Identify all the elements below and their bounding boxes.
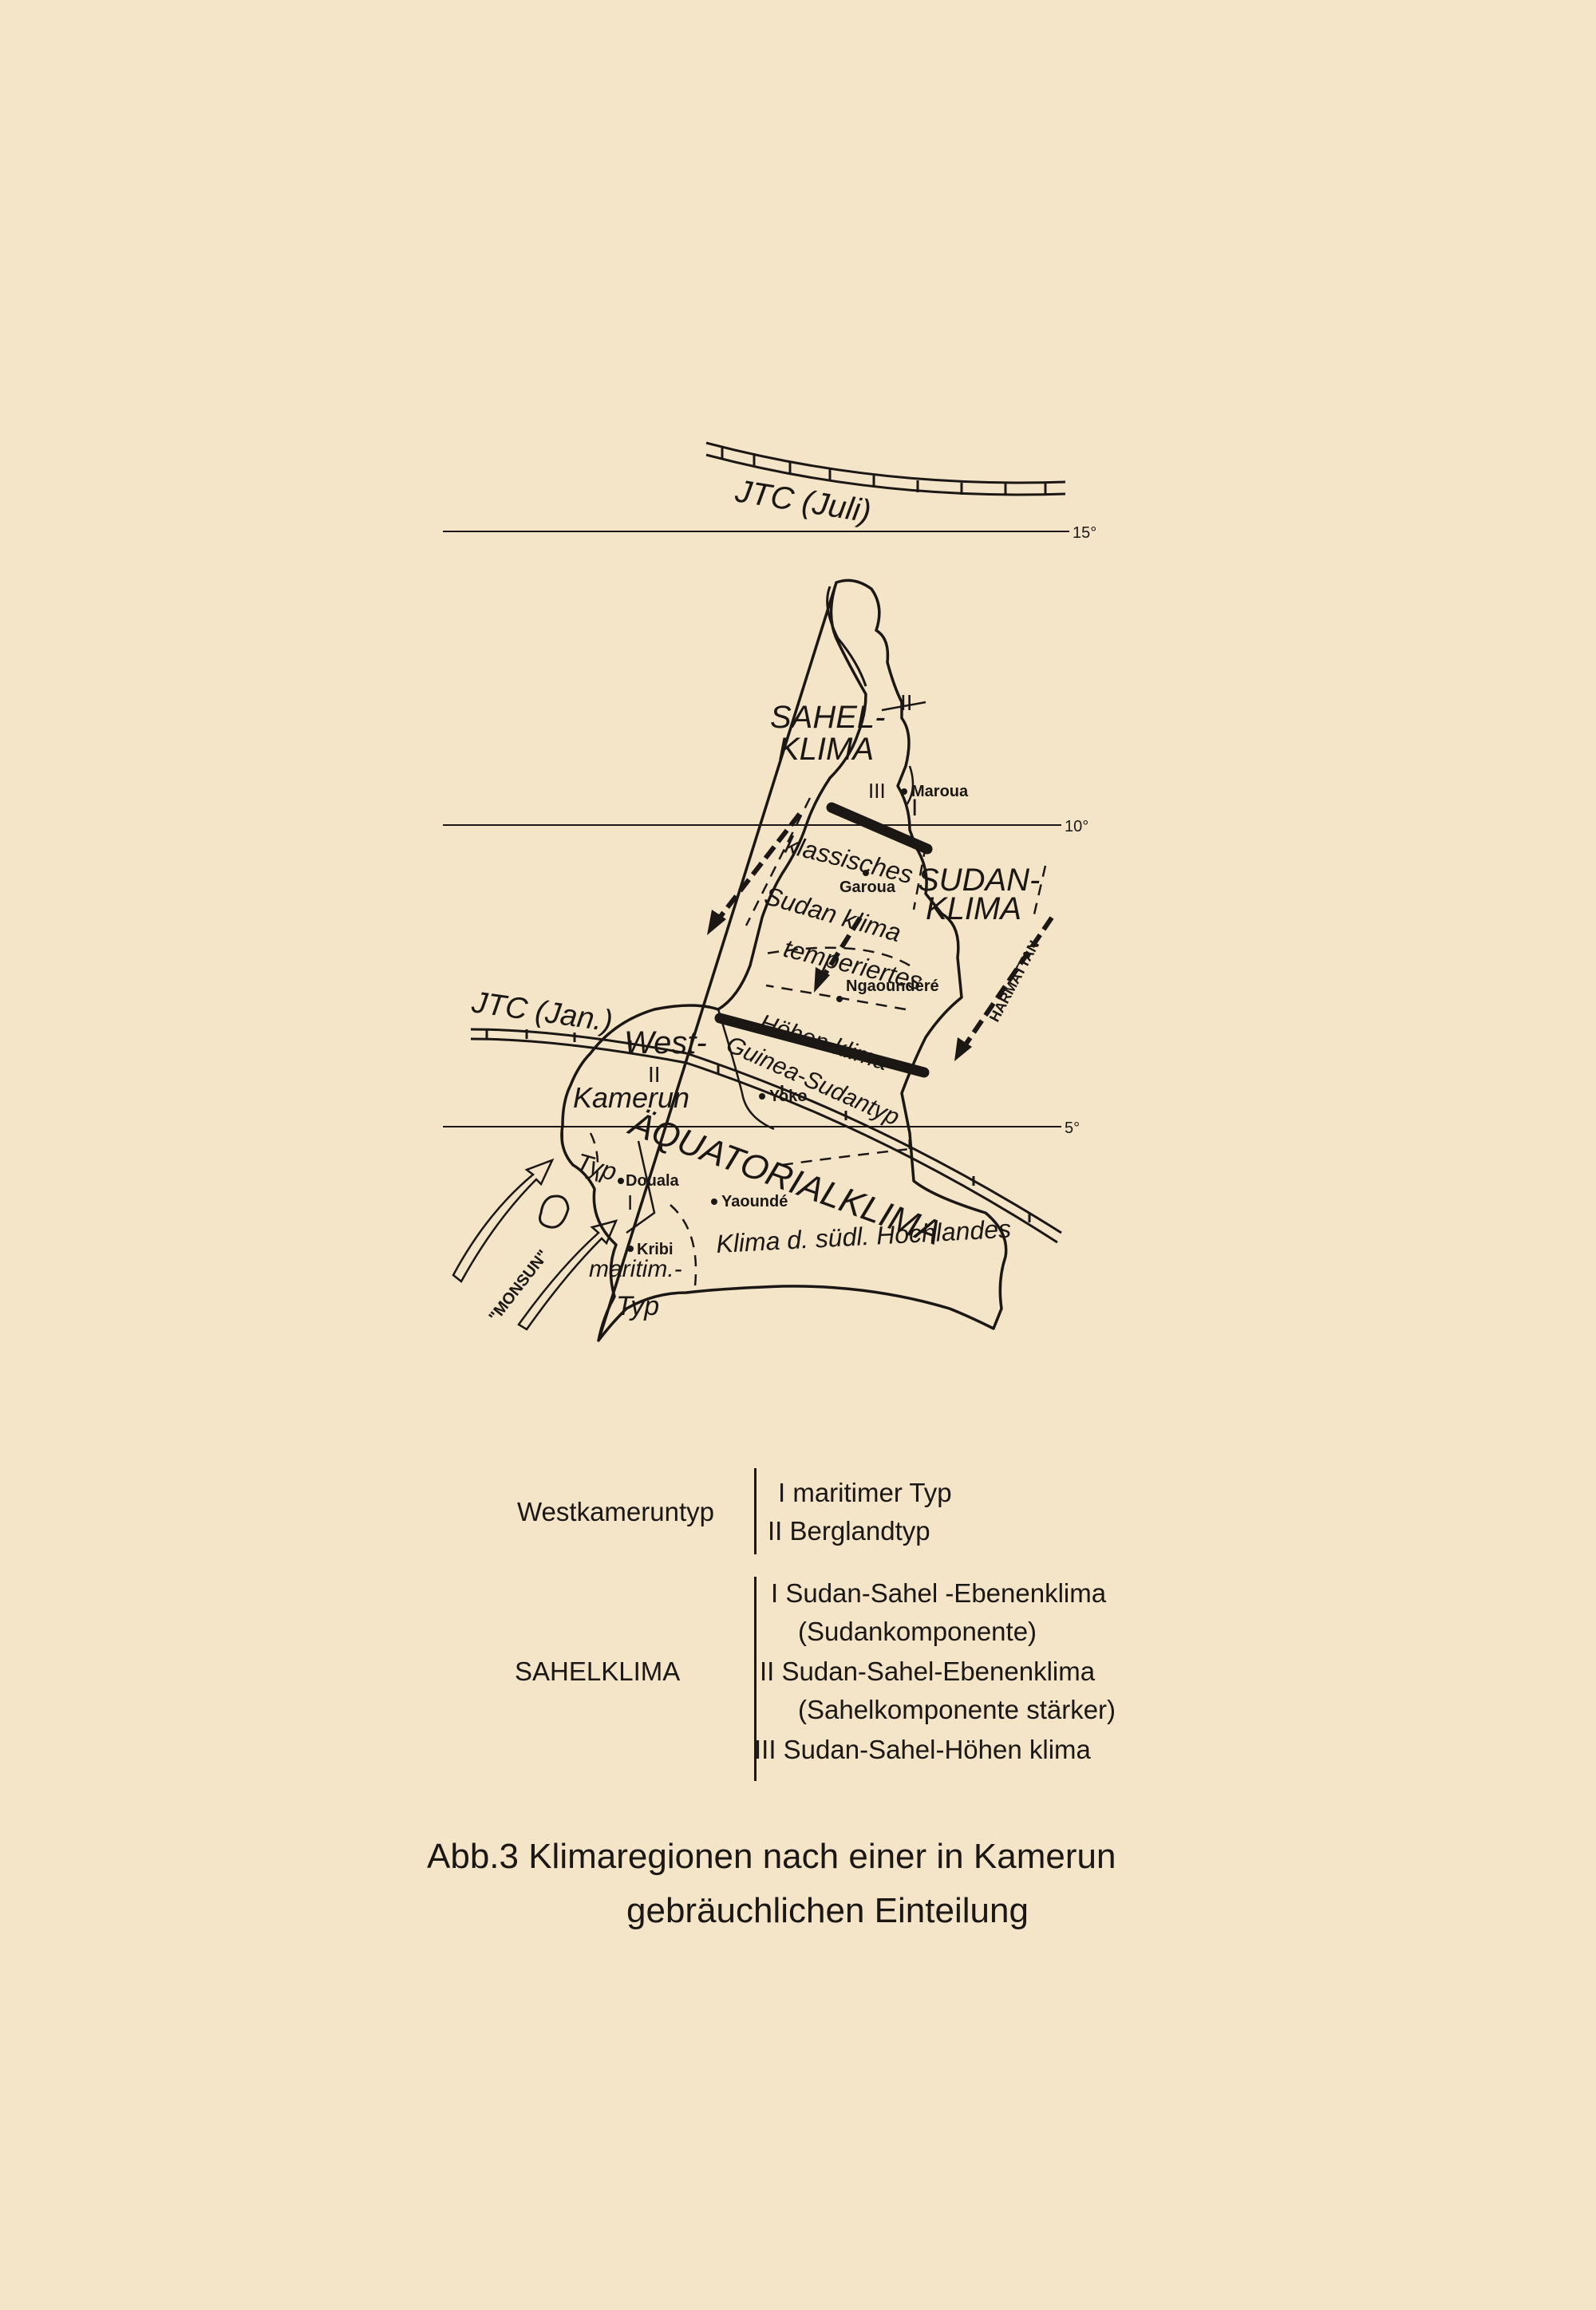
region-boundaries — [589, 797, 1047, 1293]
solid-boundaries — [626, 701, 926, 1234]
monsoon-arrows — [452, 1158, 618, 1331]
numeral-i-west: I — [559, 1121, 566, 1150]
latitude-15-label: 15° — [1073, 524, 1096, 542]
monsun-label: "MONSUN" — [486, 1247, 553, 1326]
cameroon-outline — [560, 578, 1008, 1342]
legend-westkamerun-item-2: II Berglandtyp — [768, 1516, 930, 1546]
figure-caption-line-1: Abb.3 Klimaregionen nach einer in Kameru… — [427, 1837, 1116, 1876]
city-ngaoundere: Ngaoundéré — [846, 977, 939, 995]
latitude-5-label: 5° — [1065, 1119, 1080, 1137]
maritim-label: maritim.- — [589, 1256, 682, 1282]
city-yaounde: Yaoundé — [721, 1193, 788, 1210]
sahel-label-2: KLIMA — [778, 732, 874, 767]
legend-sahelklima-label: SAHELKLIMA — [515, 1656, 681, 1686]
legend-sahelklima-item-4: (Sahelkomponente stärker) — [798, 1695, 1116, 1724]
latitude-lines — [443, 531, 1069, 1127]
numeral-iii: III — [868, 779, 886, 803]
city-dots — [618, 788, 907, 1252]
numeral-ii-north: II — [900, 690, 913, 715]
itc-july-label: JTC (Juli) — [733, 473, 874, 529]
legend-sahelklima-item-1: I Sudan-Sahel -Ebenenklima — [771, 1578, 1107, 1608]
city-douala: Douala — [626, 1172, 680, 1190]
legend-sahelklima-item-2: (Sudankomponente) — [798, 1617, 1037, 1646]
typ-maritim-label: Typ — [616, 1291, 659, 1321]
west-label: West- — [624, 1025, 707, 1060]
itc-july-band — [705, 441, 1066, 496]
legend-westkamerun-brace — [754, 1468, 757, 1554]
numeral-i-north: I — [911, 795, 918, 821]
wind-arrows — [711, 812, 1054, 1053]
city-yoko: Yoko — [769, 1088, 807, 1105]
city-kribi: Kribi — [637, 1241, 674, 1258]
city-maroua: Maroua — [911, 783, 969, 800]
bioko-island — [539, 1194, 570, 1229]
climate-divider-bars — [714, 802, 933, 1078]
climate-map: 15° 10° 5° JTC (Juli) JTC (Jan.) — [443, 441, 1096, 1342]
numeral-i-coast: I — [627, 1191, 633, 1214]
numeral-ii-west: II — [648, 1062, 661, 1087]
typ-west-label: Typ — [573, 1147, 620, 1187]
wind-arrowheads — [707, 910, 972, 1061]
kamerun-label: Kamerun — [573, 1081, 689, 1114]
sudan-label-2: KLIMA — [926, 891, 1021, 926]
figure-caption-line-2: gebräuchlichen Einteilung — [626, 1891, 1029, 1930]
legend-westkamerun-label: Westkameruntyp — [517, 1497, 714, 1526]
legend-sahelklima-item-3: II Sudan-Sahel-Ebenenklima — [760, 1656, 1096, 1686]
latitude-10-label: 10° — [1065, 818, 1088, 835]
sahel-label-1: SAHEL- — [770, 700, 886, 735]
sudan-label-1: SUDAN- — [918, 863, 1040, 898]
legend-sahelklima-brace — [754, 1577, 757, 1781]
legend-westkamerun-item-1: I maritimer Typ — [778, 1478, 952, 1507]
lake-chad-shore — [826, 586, 867, 687]
legend-sahelklima-item-5: III Sudan-Sahel-Höhen klima — [754, 1735, 1091, 1764]
city-garoua: Garoua — [839, 879, 896, 896]
harmattan-label: HARMATTAN — [986, 938, 1042, 1025]
